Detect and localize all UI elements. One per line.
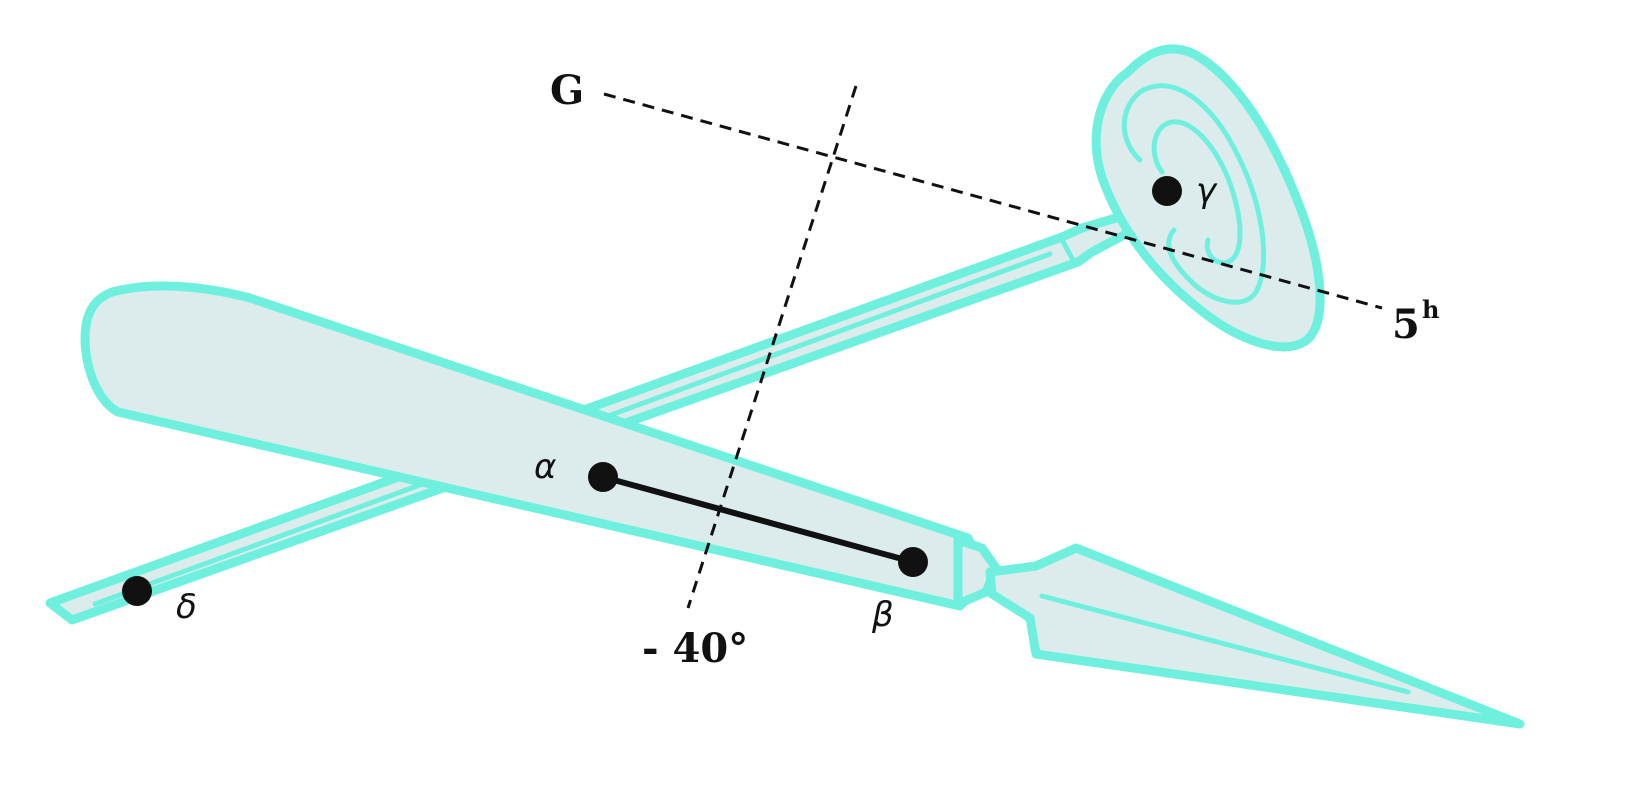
label-beta: β — [871, 595, 894, 635]
dashed-line-angle — [686, 85, 858, 609]
dashed-line-g — [603, 92, 1383, 310]
point-alpha — [588, 462, 618, 492]
label-gamma: γ — [1196, 171, 1218, 211]
label-alpha: α — [534, 447, 556, 487]
lancet-handle — [85, 286, 976, 606]
label-delta: δ — [176, 587, 197, 627]
segment-alpha-beta — [600, 474, 916, 565]
loop-probe-ring-spiral — [1121, 83, 1267, 305]
label-angle: - 40° — [642, 625, 748, 672]
point-gamma — [1152, 176, 1182, 206]
lancet-blade-ridge — [1039, 593, 1411, 695]
lancet — [80, 281, 1525, 729]
label-g: G — [550, 67, 584, 114]
loop-probe-collar — [1057, 233, 1077, 265]
loop-probe-ring-spiral-inner — [1151, 119, 1243, 266]
label-5h: 5 — [1392, 301, 1420, 348]
point-delta — [122, 576, 152, 606]
lancet-blade-outline — [985, 543, 1525, 729]
loop-probe-ring-outline — [1091, 44, 1325, 352]
label-5h-sup: h — [1422, 295, 1439, 324]
point-beta — [898, 547, 928, 577]
lancet-blade — [990, 548, 1520, 724]
